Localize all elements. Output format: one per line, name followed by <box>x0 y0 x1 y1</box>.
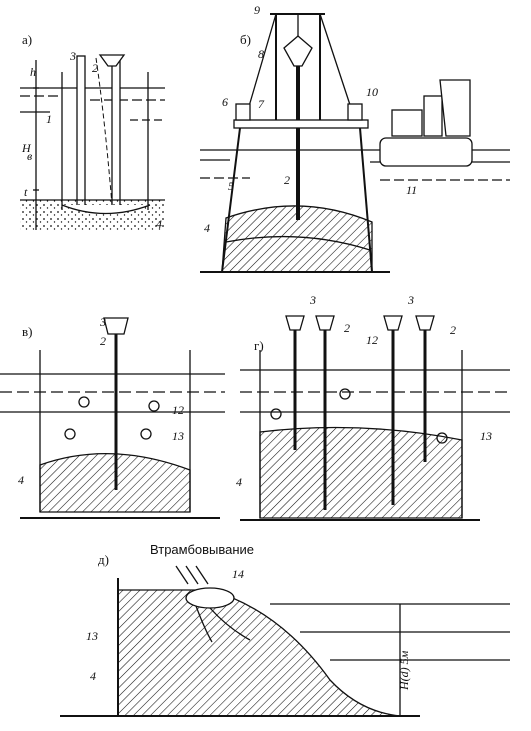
label-a-1: 3 <box>69 49 76 63</box>
panel-a: а) h 3 2 1 H в t 4 <box>20 32 165 232</box>
label-b-4: 10 <box>366 85 378 99</box>
label-v-3: 13 <box>172 429 184 443</box>
panel-d: д) Втрамбовывание 14 13 4 Н(d) 5м <box>60 542 510 717</box>
label-g-5: 13 <box>480 429 492 443</box>
label-g-6: 4 <box>236 475 242 489</box>
label-v-1: 2 <box>100 334 106 348</box>
label-g-4: 2 <box>450 323 456 337</box>
label-b-0: 9 <box>254 3 260 17</box>
label-g-1: 3 <box>407 293 414 307</box>
label-g-0: 3 <box>309 293 316 307</box>
panel-b-letter: б) <box>240 32 251 47</box>
label-d-2: 4 <box>90 669 96 683</box>
label-b-5: 5 <box>228 179 234 193</box>
label-v-2: 12 <box>172 403 184 417</box>
panel-a-letter: а) <box>22 32 32 47</box>
label-b-8: 11 <box>406 183 417 197</box>
panel-d-letter: д) <box>98 552 109 567</box>
label-b-2: 6 <box>222 95 228 109</box>
label-a-7: 4 <box>156 217 162 231</box>
label-d-1: 13 <box>86 629 98 643</box>
label-b-3: 7 <box>258 97 265 111</box>
label-a-5: в <box>27 149 32 163</box>
label-a-2: 2 <box>92 61 98 75</box>
label-d-3: Н(d) 5м <box>397 650 411 691</box>
panel-v-letter: в) <box>22 324 32 339</box>
label-b-6: 2 <box>284 173 290 187</box>
label-a-4: H <box>21 141 32 155</box>
panel-g: г) 3 3 2 12 2 13 4 <box>236 293 510 521</box>
label-v-0: 3 <box>99 315 106 329</box>
label-a-6: t <box>24 185 28 199</box>
caption-d: Втрамбовывание <box>150 542 254 557</box>
panel-g-letter: г) <box>254 338 264 353</box>
label-g-2: 2 <box>344 321 350 335</box>
label-b-1: 8 <box>258 47 264 61</box>
panel-v: в) 3 2 12 13 4 <box>0 315 225 519</box>
label-v-4: 4 <box>18 473 24 487</box>
panel-b: б) 9 8 6 7 <box>200 3 510 273</box>
label-a-0: h <box>30 65 36 79</box>
label-b-7: 4 <box>204 221 210 235</box>
label-g-3: 12 <box>366 333 378 347</box>
label-a-3: 1 <box>46 112 52 126</box>
label-d-0: 14 <box>232 567 244 581</box>
